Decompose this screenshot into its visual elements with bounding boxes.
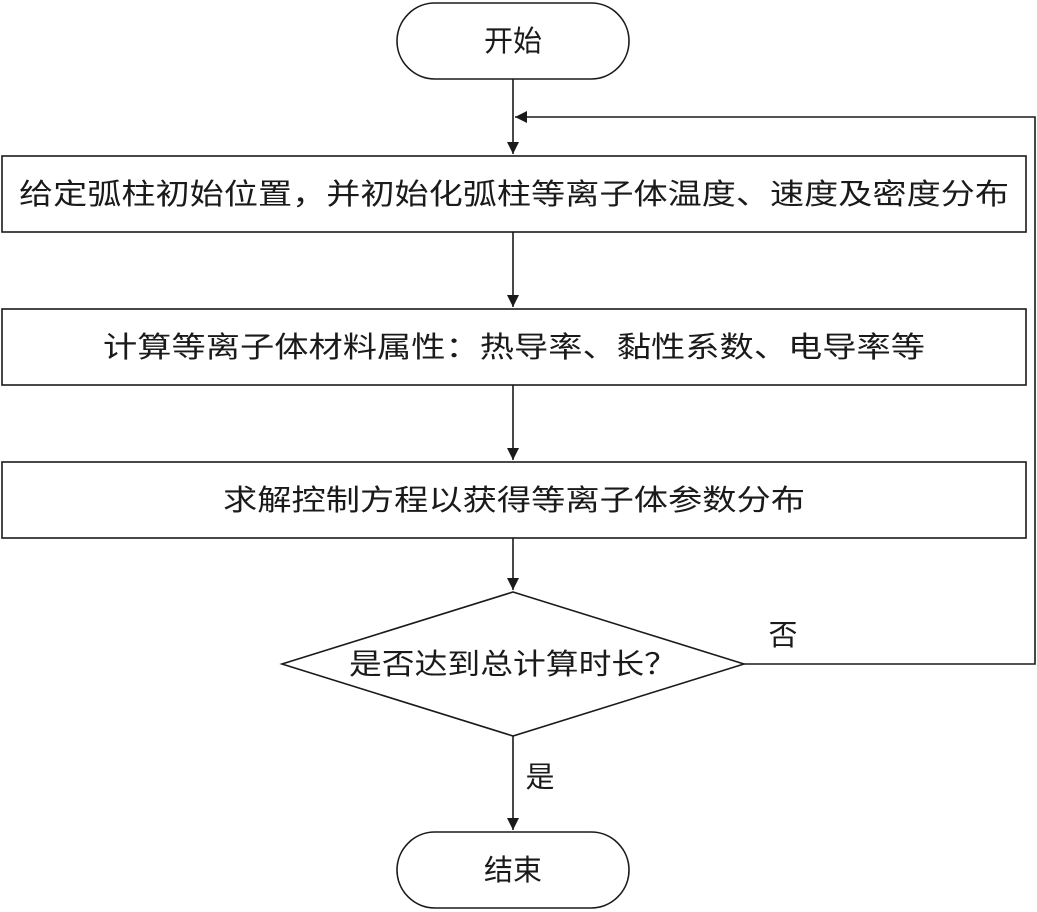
process-solve-equations (1, 461, 1027, 539)
end-terminator (396, 831, 630, 909)
decision-label: 是否达到总计算时长？ (349, 647, 677, 681)
yes-label: 是 (525, 760, 554, 794)
process-solve-equations-label: 求解控制方程以获得等离子体参数分布 (223, 483, 805, 517)
process-material-properties (1, 308, 1027, 386)
no-label: 否 (768, 618, 797, 652)
start-label: 开始 (484, 24, 542, 58)
loop-back-line (515, 111, 1036, 665)
process-init-arc-label: 给定弧柱初始位置，并初始化弧柱等离子体温度、速度及密度分布 (19, 177, 1009, 211)
process-material-properties-label: 计算等离子体材料属性：热导率、黏性系数、电导率等 (103, 330, 925, 364)
process-init-arc (1, 155, 1027, 233)
end-label: 结束 (484, 853, 542, 887)
